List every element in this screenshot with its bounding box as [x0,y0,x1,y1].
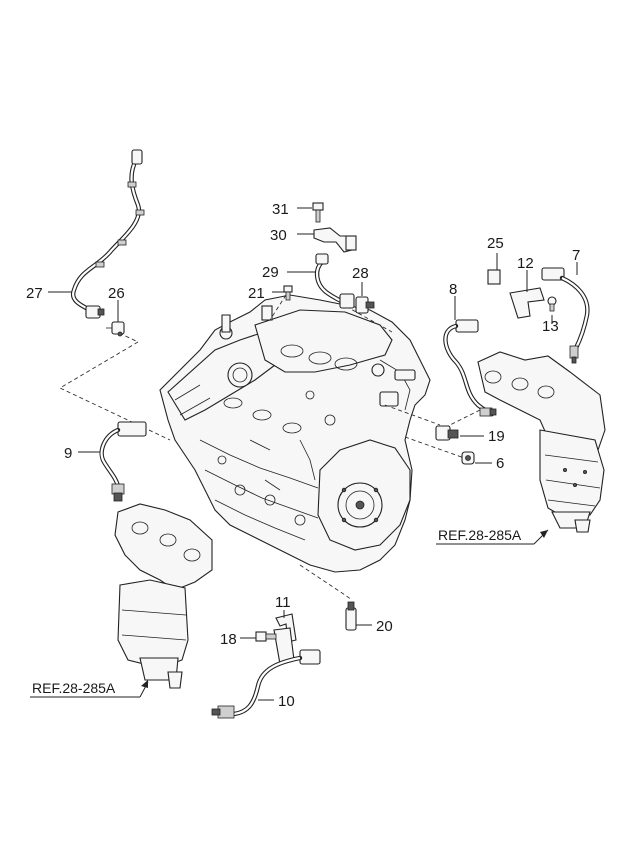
callout-6: 6 [496,455,504,472]
callout-11: 11 [275,594,291,611]
part-21-bolt [283,285,293,301]
part-13-bolt [547,296,557,312]
callout-8: 8 [449,281,457,298]
part-8-oxygen-sensor [443,319,497,417]
part-18-bolt [255,631,277,642]
callout-19: 19 [488,428,505,445]
part-20-sensor [345,601,357,631]
part-12-bracket [509,287,545,319]
callout-20: 20 [376,618,393,635]
callout-28: 28 [352,265,369,282]
callout-29: 29 [262,264,279,281]
part-29-sensor-harness [314,253,355,309]
reference-label-right: REF.28-285A [438,527,522,543]
callout-labels: 31 30 29 28 21 27 26 25 12 7 13 8 19 6 9… [26,201,580,710]
callout-27: 27 [26,285,43,302]
part-19-sensor [435,425,459,441]
engine-block-illustration [159,294,431,573]
part-26-sensor [106,321,125,337]
callout-30: 30 [270,227,287,244]
callout-25: 25 [487,235,504,252]
right-exhaust-manifold-catalytic-converter [477,351,606,533]
callout-10: 10 [278,693,295,710]
part-27-oxygen-sensor-harness [70,149,145,319]
callout-9: 9 [64,445,72,462]
callout-26: 26 [108,285,125,302]
part-10-oxygen-sensor [211,649,321,719]
part-31-bolt [312,202,324,223]
callout-leader-lines [30,207,578,701]
part-7-oxygen-sensor [541,267,590,364]
part-9-oxygen-sensor [99,421,147,502]
reference-label-left: REF.28-285A [32,680,116,696]
callout-21: 21 [248,285,265,302]
part-25-clip [487,269,501,285]
part-28-sensor [355,296,375,314]
callout-18: 18 [220,631,237,648]
callout-13: 13 [542,318,559,335]
callout-12: 12 [517,255,534,272]
callout-31: 31 [272,201,289,218]
left-exhaust-manifold-catalytic-converter [114,503,213,689]
part-30-bracket [313,227,357,253]
part-11-bracket [273,613,297,665]
callout-7: 7 [572,247,580,264]
part-6-sensor [461,451,475,465]
